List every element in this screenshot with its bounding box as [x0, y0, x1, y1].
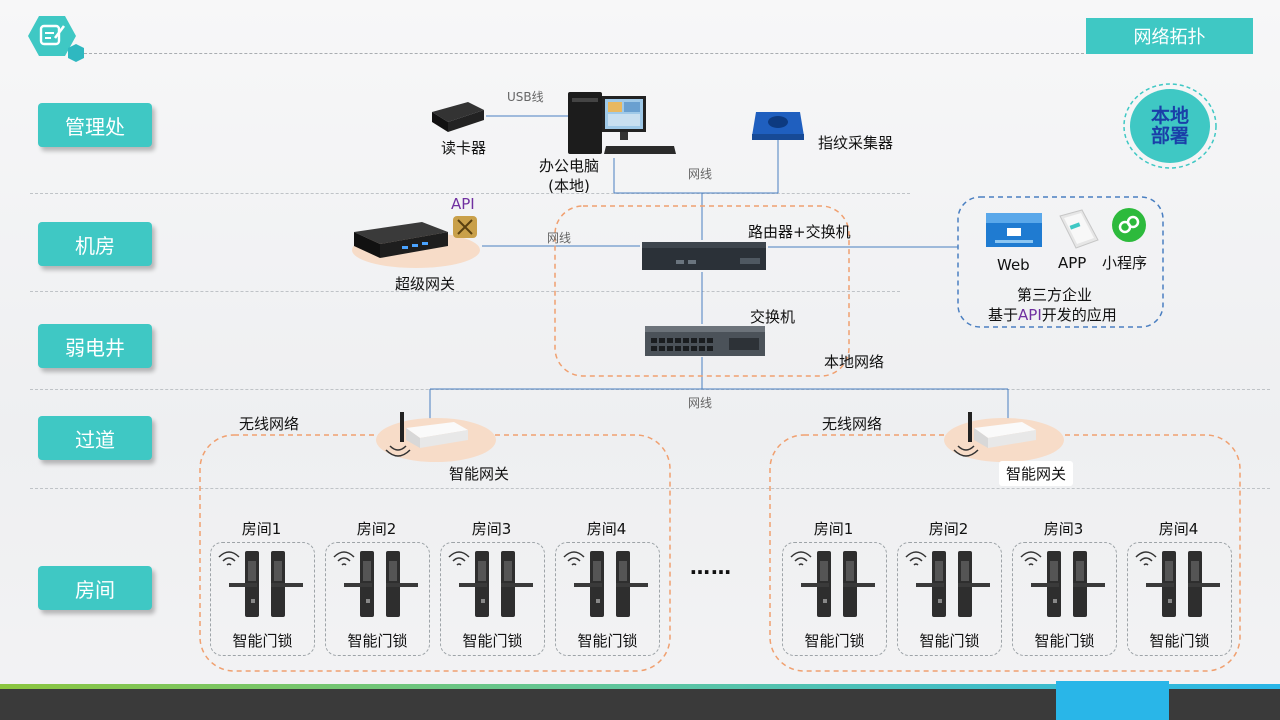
zone-label-room: 房间	[38, 566, 152, 610]
smart-lock-icon	[787, 547, 883, 623]
right-room-title: 房间2	[928, 520, 969, 538]
app-label: APP	[1058, 254, 1087, 272]
separator	[30, 193, 910, 194]
ellipsis: ……	[690, 555, 732, 579]
fingerprint-scanner-label: 指纹采集器	[818, 134, 894, 152]
left-room-card: 智能门锁	[325, 542, 430, 656]
right-room-card: 智能门锁	[1127, 542, 1232, 656]
page-title: 网络拓扑	[1086, 18, 1253, 54]
smart-lock-icon	[445, 547, 541, 623]
desc-text: 基于	[988, 306, 1019, 324]
third-party-desc-line2: 基于API开发的应用	[988, 304, 1117, 325]
right-room-card: 智能门锁	[897, 542, 1002, 656]
office-pc-device	[566, 90, 678, 164]
zone-text: 管理处	[65, 114, 125, 139]
fingerprint-scanner-device	[750, 106, 806, 146]
office-pc-label-line2: (本地)	[548, 177, 590, 195]
zone-label-server-room: 机房	[38, 222, 152, 266]
left-gateway-label: 智能网关	[449, 465, 510, 483]
router-label: 路由器+交换机	[748, 223, 851, 241]
smart-lock-label: 智能门锁	[804, 632, 865, 650]
mini-program-icon	[1111, 207, 1147, 247]
api-plugin-icon	[451, 214, 479, 244]
mini-program-label: 小程序	[1102, 254, 1148, 272]
smart-lock-label: 智能门锁	[577, 632, 638, 650]
card-reader-label: 读卡器	[441, 139, 487, 157]
zone-text: 过道	[75, 427, 115, 452]
right-smart-gateway-device	[940, 408, 1068, 472]
office-pc-label: 办公电脑 (本地)	[535, 156, 603, 196]
smart-lock-icon	[330, 547, 426, 623]
header-logo	[26, 14, 84, 62]
left-room-title: 房间1	[241, 520, 282, 538]
zone-label-weak-current-well: 弱电井	[38, 324, 152, 368]
left-wireless-label: 无线网络	[239, 415, 300, 433]
badge-line1: 本地	[1150, 105, 1189, 127]
left-room-title: 房间2	[356, 520, 397, 538]
smart-lock-label: 智能门锁	[1149, 632, 1210, 650]
api-label: API	[451, 195, 475, 213]
zone-text: 机房	[75, 233, 115, 258]
deploy-badge: 本地 部署	[1122, 82, 1218, 170]
footer-accent-block	[1056, 681, 1169, 720]
switch-device	[643, 324, 767, 362]
left-room-card: 智能门锁	[555, 542, 660, 656]
desc-text: 开发的应用	[1041, 306, 1117, 324]
smart-lock-icon	[560, 547, 656, 623]
zone-label-corridor: 过道	[38, 416, 152, 460]
third-party-desc-line1: 第三方企业	[1017, 286, 1093, 304]
smart-lock-icon	[1017, 547, 1113, 623]
app-phone-icon	[1054, 208, 1100, 254]
zone-text: 弱电井	[65, 335, 125, 360]
header-rule	[84, 53, 1084, 54]
right-room-title: 房间4	[1158, 520, 1199, 538]
right-gateway-label: 智能网关	[999, 461, 1074, 486]
smart-lock-icon	[215, 547, 311, 623]
cable-label-3: 网线	[688, 396, 713, 410]
smart-lock-label: 智能门锁	[462, 632, 523, 650]
left-room-card: 智能门锁	[440, 542, 545, 656]
smart-lock-label: 智能门锁	[1034, 632, 1095, 650]
cable-label-2: 网线	[547, 231, 572, 245]
separator	[30, 488, 1270, 489]
web-icon	[985, 212, 1043, 252]
left-room-card: 智能门锁	[210, 542, 315, 656]
badge-line2: 部署	[1150, 125, 1189, 147]
zone-text: 房间	[75, 577, 115, 602]
switch-label: 交换机	[750, 308, 796, 326]
router-device	[640, 240, 768, 276]
left-room-title: 房间4	[586, 520, 627, 538]
smart-lock-label: 智能门锁	[347, 632, 408, 650]
right-wireless-label: 无线网络	[822, 415, 883, 433]
right-room-title: 房间1	[813, 520, 854, 538]
local-network-label: 本地网络	[824, 353, 885, 371]
super-gateway-device	[350, 218, 482, 272]
office-pc-label-line1: 办公电脑	[538, 157, 599, 175]
super-gateway-label: 超级网关	[395, 275, 456, 293]
smart-lock-label: 智能门锁	[232, 632, 293, 650]
desc-api: API	[1018, 306, 1042, 324]
right-room-card: 智能门锁	[782, 542, 887, 656]
web-label: Web	[997, 256, 1030, 274]
smart-lock-label: 智能门锁	[919, 632, 980, 650]
smart-lock-icon	[902, 547, 998, 623]
right-room-title: 房间3	[1043, 520, 1084, 538]
smart-lock-icon	[1132, 547, 1228, 623]
separator	[30, 291, 900, 292]
footer-bar-green	[0, 684, 1280, 689]
card-reader-device	[428, 98, 486, 138]
zone-label-management: 管理处	[38, 103, 152, 147]
left-room-title: 房间3	[471, 520, 512, 538]
usb-cable-label: USB线	[507, 90, 544, 104]
cable-label-1: 网线	[688, 167, 713, 181]
right-room-card: 智能门锁	[1012, 542, 1117, 656]
page-title-text: 网络拓扑	[1133, 27, 1206, 48]
left-smart-gateway-device	[372, 408, 500, 472]
